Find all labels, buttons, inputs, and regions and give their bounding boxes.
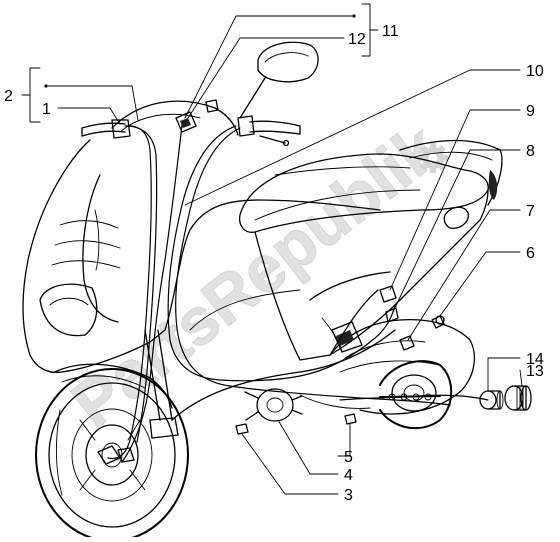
front-wheel — [35, 368, 189, 542]
choke-cable — [299, 304, 396, 377]
cable-adjuster-parts — [479, 385, 532, 411]
callout-2: 2 — [4, 88, 13, 105]
speedometer-cable — [121, 124, 183, 463]
part-13-adjuster — [504, 385, 532, 411]
headlight — [39, 283, 98, 337]
handlebar-cover — [111, 100, 239, 136]
watermark-text: PartsRepublik — [58, 109, 454, 441]
gear-icon — [418, 143, 448, 173]
callout-1: 1 — [42, 101, 51, 118]
callout-4: 4 — [344, 467, 353, 484]
callout-8: 8 — [526, 143, 535, 160]
throttle-cable — [167, 125, 301, 382]
callout-7: 7 — [526, 203, 535, 220]
engine-swingarm — [329, 319, 476, 415]
cable-clamp-12 — [175, 111, 197, 133]
tail-rack — [399, 139, 503, 206]
handlebar — [81, 115, 301, 147]
callout-10: 10 — [526, 63, 544, 80]
part-14-nut — [479, 390, 504, 410]
callout-6: 6 — [526, 245, 535, 262]
tail-light — [443, 206, 469, 229]
callout-9: 9 — [526, 103, 535, 120]
rear-body-panel — [254, 189, 489, 361]
callout-labels: 1 2 3 4 5 6 7 8 9 10 11 12 13 14 — [4, 23, 544, 504]
callout-13: 13 — [526, 363, 544, 380]
callout-11: 11 — [382, 23, 399, 40]
cable-junction — [244, 388, 303, 422]
callout-12: 12 — [348, 31, 366, 48]
front-brake-cable — [107, 125, 152, 460]
control-cables — [97, 99, 489, 465]
scooter-body — [22, 41, 503, 542]
callout-14: 14 — [526, 351, 544, 368]
front-fork — [144, 329, 173, 421]
cable-clip-3 — [235, 423, 249, 435]
callout-3: 3 — [344, 487, 353, 504]
leader-lines — [21, 3, 523, 495]
callout-5: 5 — [344, 449, 353, 466]
watermark: PartsRepublik — [58, 109, 455, 442]
cable-clip-5 — [344, 413, 357, 425]
mirror — [239, 41, 319, 119]
